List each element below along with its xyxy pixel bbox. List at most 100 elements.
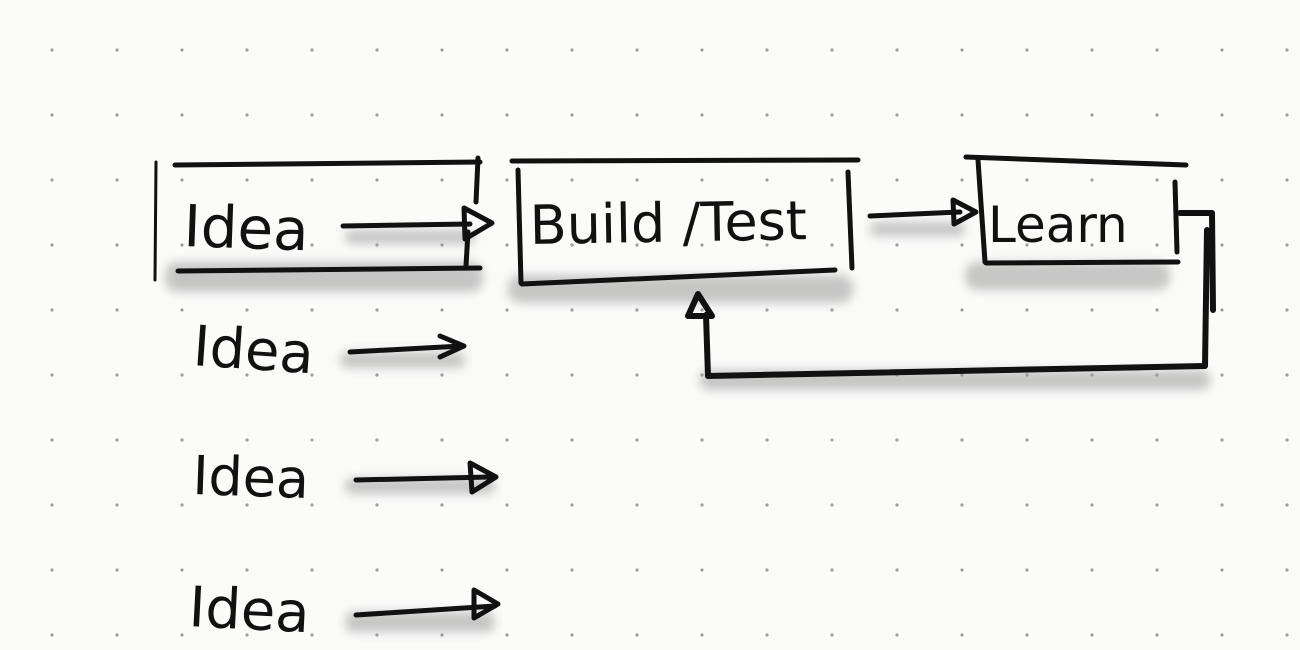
grid-dot [1025, 113, 1029, 117]
grid-dot [310, 503, 314, 507]
grid-dot [635, 178, 639, 182]
grid-dot [960, 113, 964, 117]
build-test-box [509, 157, 861, 287]
idea-box [153, 155, 483, 282]
grid-dot [440, 48, 444, 52]
grid-dot [1025, 48, 1029, 52]
build-box-left [515, 167, 524, 286]
grid-dot [50, 568, 54, 572]
grid-dot [635, 113, 639, 117]
grid-dot [245, 308, 249, 312]
grid-dot [1090, 568, 1094, 572]
grid-dot [505, 243, 509, 247]
arrow-idea-to-build [340, 205, 495, 242]
grid-dot [1285, 308, 1289, 312]
grid-dot [895, 438, 899, 442]
grid-dot [1155, 308, 1159, 312]
grid-dot [765, 178, 769, 182]
grid-dot [505, 48, 509, 52]
grid-dot [245, 113, 249, 117]
grid-dot [1285, 178, 1289, 182]
grid-dot [310, 438, 314, 442]
build-box-top [509, 157, 861, 164]
grid-dot [1285, 243, 1289, 247]
grid-dot [375, 438, 379, 442]
grid-dot [1285, 633, 1289, 637]
grid-dot [50, 243, 54, 247]
grid-dot [635, 568, 639, 572]
grid-dot [1285, 373, 1289, 377]
grid-dot [700, 48, 704, 52]
grid-dot [440, 438, 444, 442]
grid-dot [1285, 503, 1289, 507]
idea-box-bottom [175, 265, 483, 274]
grid-dot [960, 568, 964, 572]
grid-dot [895, 243, 899, 247]
grid-dot [830, 243, 834, 247]
grid-dot [245, 503, 249, 507]
grid-dot [830, 308, 834, 312]
grid-dot [375, 373, 379, 377]
grid-dot [50, 438, 54, 442]
grid-dot [635, 373, 639, 377]
arrow-idea-2 [347, 333, 467, 360]
arrow-idea-4 [353, 587, 501, 621]
learn-box-right [1172, 179, 1180, 255]
grid-dot [310, 113, 314, 117]
grid-dot [50, 633, 54, 637]
idea-box-left [153, 160, 158, 282]
grid-dot [115, 243, 119, 247]
grid-dot [505, 633, 509, 637]
grid-dot [440, 178, 444, 182]
grid-dot [700, 308, 704, 312]
grid-dot [180, 113, 184, 117]
grid-dot [115, 308, 119, 312]
grid-dot [635, 503, 639, 507]
grid-dot [570, 373, 574, 377]
grid-dot [1025, 243, 1029, 247]
grid-dot [895, 633, 899, 637]
grid-dot [570, 113, 574, 117]
label-idea-2: Idea [191, 314, 316, 387]
grid-dot [115, 438, 119, 442]
grid-dot [115, 568, 119, 572]
grid-dot [765, 113, 769, 117]
grid-dot [375, 633, 379, 637]
grid-dot [960, 243, 964, 247]
grid-dot [1155, 243, 1159, 247]
grid-dot [180, 243, 184, 247]
grid-dot [570, 243, 574, 247]
grid-dot [635, 633, 639, 637]
grid-dot [765, 438, 769, 442]
grid-dot [1025, 178, 1029, 182]
grid-dot [570, 438, 574, 442]
grid-dot [310, 633, 314, 637]
grid-dot [765, 503, 769, 507]
grid-dot [1220, 633, 1224, 637]
grid-dot [570, 568, 574, 572]
grid-dot [1155, 633, 1159, 637]
grid-dot [440, 568, 444, 572]
learn-box-top [963, 154, 1189, 168]
grid-dot [440, 633, 444, 637]
grid-dot [310, 308, 314, 312]
shadow-idea-2 [340, 352, 465, 368]
grid-dot [960, 48, 964, 52]
shadow-idea-3 [345, 478, 495, 494]
ink-strokes [153, 154, 1216, 621]
grid-dot [765, 568, 769, 572]
idea-box-right-top [473, 155, 481, 205]
grid-dot [570, 633, 574, 637]
grid-dot [505, 113, 509, 117]
grid-dot [245, 243, 249, 247]
learn-box-left [975, 157, 988, 265]
grid-dot [375, 568, 379, 572]
grid-dot [960, 308, 964, 312]
grid-dot [570, 308, 574, 312]
grid-dot [180, 438, 184, 442]
grid-dot [505, 373, 509, 377]
grid-dot [375, 178, 379, 182]
grid-dot [1155, 438, 1159, 442]
grid-dot [1220, 48, 1224, 52]
grid-dot [635, 308, 639, 312]
